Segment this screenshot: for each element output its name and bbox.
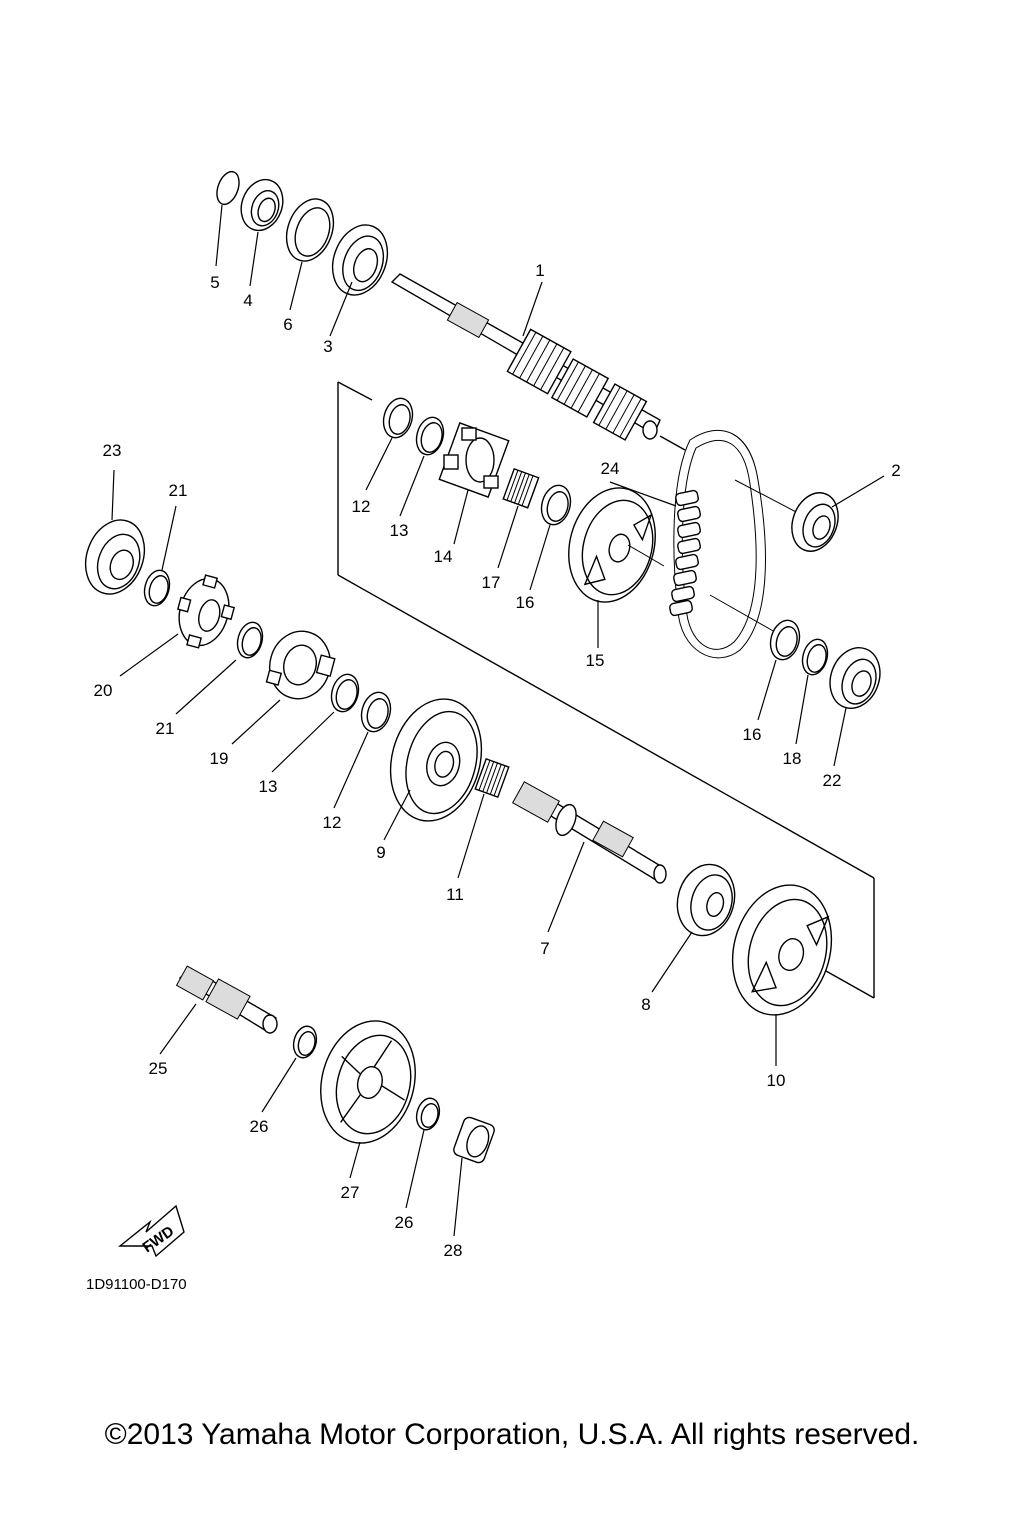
callout-16-lower: 16 — [743, 725, 762, 744]
callout-25: 25 — [149, 1059, 168, 1078]
callout-12-upper: 12 — [352, 497, 371, 516]
part-24-chain — [669, 489, 701, 617]
callout-2: 2 — [891, 461, 900, 480]
part-12-washer-lower — [360, 691, 392, 733]
part-26-circlip-right — [415, 1097, 441, 1131]
part-16-washer-lower — [769, 619, 801, 661]
left-parts — [84, 519, 392, 733]
part-24-chain-outline — [673, 430, 766, 659]
callout-15: 15 — [586, 651, 605, 670]
part-11-needle-bearing — [474, 757, 510, 799]
part-9-gear — [389, 698, 483, 822]
callout-17: 17 — [482, 573, 501, 592]
callout-21-lower: 21 — [156, 719, 175, 738]
callout-5: 5 — [210, 273, 219, 292]
leader-lines — [111, 204, 885, 1237]
right-small-parts — [769, 619, 881, 709]
callout-24: 24 — [601, 459, 620, 478]
part-12-washer — [382, 397, 414, 439]
part-6-oil-seal — [285, 198, 335, 262]
part-5-o-ring — [216, 170, 240, 206]
callout-27: 27 — [341, 1183, 360, 1202]
part-4-bearing — [240, 178, 284, 232]
part-7-secondary-shaft — [512, 781, 667, 884]
part-26-circlip-left — [292, 1025, 318, 1059]
part-27-gear — [320, 1020, 416, 1144]
callout-23: 23 — [103, 441, 122, 460]
callout-6: 6 — [283, 315, 292, 334]
part-21-circlip-lower — [236, 621, 264, 659]
callout-14: 14 — [434, 547, 453, 566]
part-18-circlip — [801, 638, 829, 676]
middle-small-parts — [382, 397, 572, 526]
part-3-bearing — [331, 224, 389, 296]
part-20-dog-clutch — [176, 574, 236, 649]
callout-19: 19 — [210, 749, 229, 768]
bottom-parts — [175, 965, 495, 1164]
callout-18: 18 — [783, 749, 802, 768]
part-25-drive-shaft — [175, 965, 278, 1034]
copyright-notice: ©2013 Yamaha Motor Corporation, U.S.A. A… — [104, 1418, 920, 1451]
callout-20: 20 — [94, 681, 113, 700]
center-gears — [389, 698, 833, 1016]
part-17-needle-bearing — [502, 467, 540, 509]
part-8-gear — [676, 863, 736, 937]
assembly-boundary — [337, 381, 875, 999]
exploded-parts-diagram: FWD 1 2 — [84, 170, 901, 1293]
callout-4: 4 — [243, 291, 252, 310]
part-13-circlip-lower — [330, 673, 360, 713]
callout-21-upper: 21 — [169, 481, 188, 500]
callout-8: 8 — [641, 995, 650, 1014]
callout-16-upper: 16 — [516, 593, 535, 612]
main-shaft-group — [216, 170, 661, 441]
part-28-bearing — [453, 1116, 495, 1164]
part-1-main-shaft — [390, 273, 661, 441]
callout-labels: 1 2 3 4 5 6 7 8 9 10 11 12 12 13 13 14 1… — [94, 261, 901, 1260]
part-16-washer-upper — [540, 484, 572, 526]
drive-chain-group — [568, 430, 839, 659]
callout-22: 22 — [823, 771, 842, 790]
callout-7: 7 — [540, 939, 549, 958]
part-13-circlip — [415, 416, 445, 456]
part-2-bearing — [791, 492, 839, 552]
diagram-code: 1D91100-D170 — [86, 1276, 187, 1293]
callout-10: 10 — [767, 1071, 786, 1090]
part-22-bearing — [829, 647, 881, 709]
callout-26-right: 26 — [395, 1213, 414, 1232]
callout-26-left: 26 — [250, 1117, 269, 1136]
part-21-circlip-upper — [143, 569, 171, 607]
fwd-arrow: FWD — [118, 1204, 185, 1258]
callout-9: 9 — [376, 843, 385, 862]
part-15-sprocket-gear — [568, 487, 656, 603]
callout-13-upper: 13 — [390, 521, 409, 540]
callout-11: 11 — [446, 885, 464, 904]
callout-1: 1 — [535, 261, 544, 280]
callout-3: 3 — [323, 337, 332, 356]
callout-13-lower: 13 — [259, 777, 278, 796]
callout-12-lower: 12 — [323, 813, 342, 832]
callout-28: 28 — [444, 1241, 463, 1260]
part-10-gear — [731, 884, 833, 1016]
part-19-clutch-sleeve — [265, 630, 336, 700]
part-23-bearing — [84, 519, 146, 595]
part-14-clutch-hub — [438, 422, 510, 498]
